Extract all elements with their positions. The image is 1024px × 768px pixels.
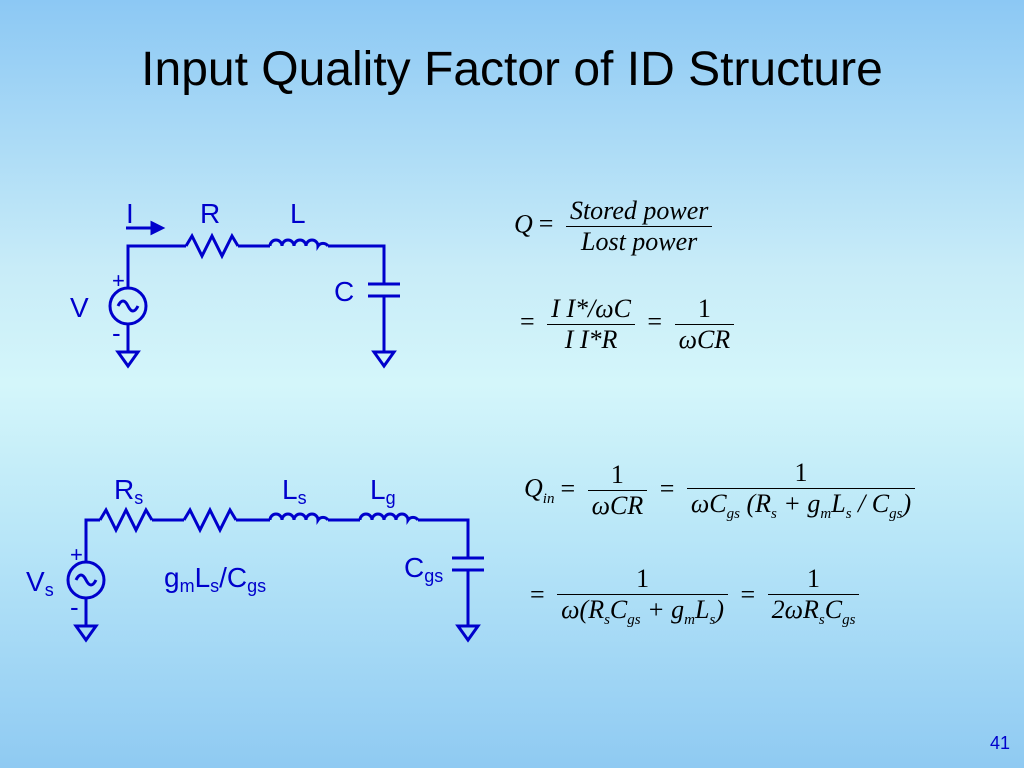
gm-ls-cgs-label: gmLs/Cgs: [164, 562, 267, 596]
minus-sign-2: -: [70, 592, 79, 622]
current-label: I: [126, 198, 134, 229]
plus-sign-2: +: [70, 542, 83, 567]
ls-label: Ls: [282, 474, 307, 508]
circuit2-wires: [66, 506, 484, 643]
page-number: 41: [989, 733, 1010, 753]
capacitor-label: C: [334, 276, 355, 307]
minus-sign: -: [112, 318, 121, 348]
source-label: V: [70, 292, 89, 323]
lg-label: Lg: [370, 474, 396, 508]
resistor-label: R: [200, 198, 221, 229]
rs-label: Rs: [114, 474, 144, 508]
vs-label: Vs: [26, 566, 54, 600]
slide-title: Input Quality Factor of ID Structure: [141, 43, 883, 96]
inductor-label: L: [290, 198, 306, 229]
cgs-label: Cgs: [404, 552, 444, 586]
plus-sign: +: [112, 268, 125, 293]
circuit1-wires: [108, 220, 400, 369]
